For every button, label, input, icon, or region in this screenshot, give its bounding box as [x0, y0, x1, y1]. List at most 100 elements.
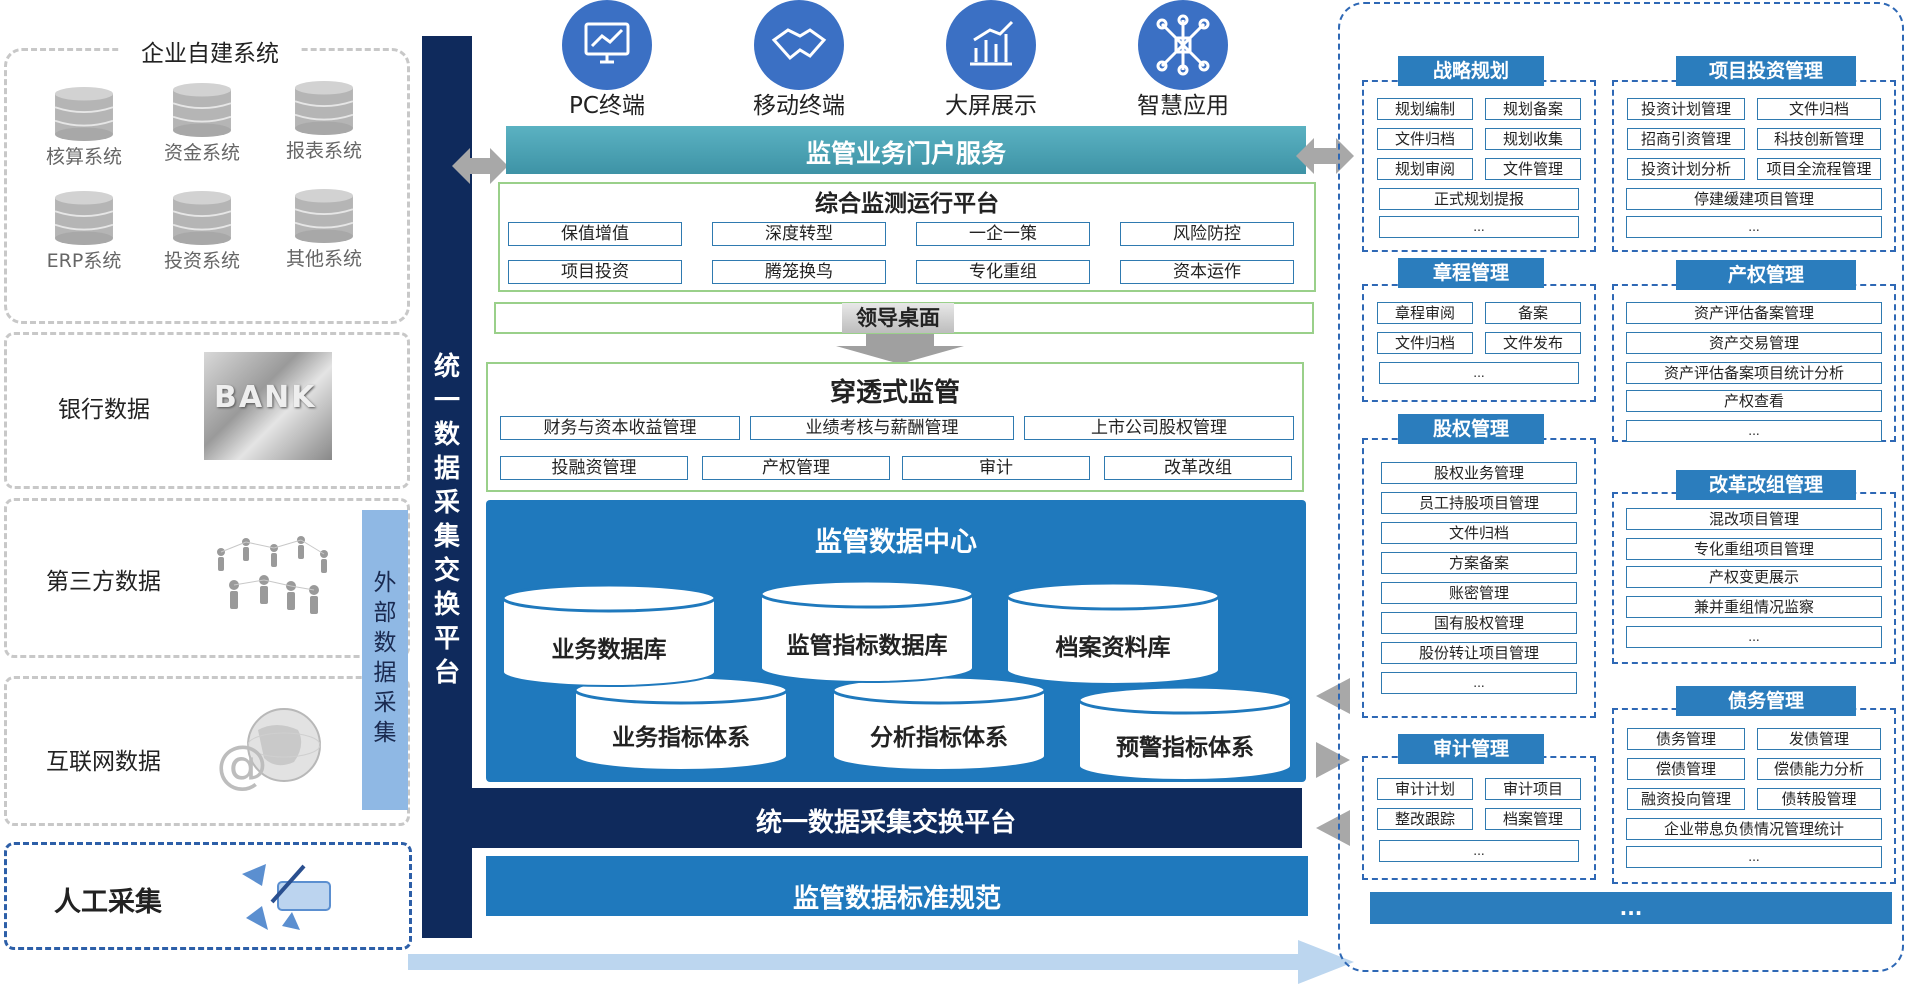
strategy-item[interactable]: 文件管理	[1485, 158, 1581, 180]
handshake-icon[interactable]	[754, 0, 844, 90]
standard-bar	[486, 856, 1308, 916]
charter-item[interactable]: 备案	[1485, 302, 1581, 324]
debt-item[interactable]: ...	[1626, 846, 1882, 868]
monitor-item[interactable]: 专化重组	[916, 260, 1090, 284]
monitor-item[interactable]: 深度转型	[712, 222, 886, 246]
property-item[interactable]: 产权查看	[1626, 390, 1882, 412]
equity-item[interactable]: 股份转让项目管理	[1381, 642, 1577, 664]
monitor-item[interactable]: 资本运作	[1120, 260, 1294, 284]
penetrating-item[interactable]: 业绩考核与薪酬管理	[750, 416, 1014, 440]
charter-title[interactable]: 章程管理	[1398, 258, 1544, 288]
monitor-item[interactable]: 项目投资	[508, 260, 682, 284]
property-item[interactable]: 资产评估备案项目统计分析	[1626, 362, 1882, 384]
reform-item[interactable]: 产权变更展示	[1626, 566, 1882, 588]
debt-item[interactable]: 偿债管理	[1627, 758, 1745, 780]
debt-item[interactable]: 偿债能力分析	[1757, 758, 1881, 780]
property-item[interactable]: 资产交易管理	[1626, 332, 1882, 354]
audit-item[interactable]: 整改跟踪	[1377, 808, 1473, 830]
handshake-icon-glyph	[771, 28, 827, 61]
strategy-item[interactable]: 正式规划提报	[1379, 188, 1579, 210]
audit-item[interactable]: 审计项目	[1485, 778, 1581, 800]
debt-item[interactable]: 融资投向管理	[1627, 788, 1745, 810]
charter-item[interactable]: 文件发布	[1485, 332, 1581, 354]
investment-item[interactable]: ...	[1626, 216, 1882, 238]
more-bar-label: ...	[1619, 896, 1643, 920]
monitor-item[interactable]: 风险防控	[1120, 222, 1294, 246]
enterprise-system-label: 资金系统	[163, 142, 240, 164]
enterprise-system-label: 报表系统	[285, 140, 362, 162]
strategy-item[interactable]: 规划备案	[1485, 98, 1581, 120]
penetrating-item[interactable]: 改革改组	[1104, 456, 1292, 480]
investment-item[interactable]: 文件归档	[1757, 98, 1881, 120]
property-title[interactable]: 产权管理	[1676, 260, 1856, 290]
portal-bar[interactable]	[506, 126, 1306, 174]
monitor-item[interactable]: 腾笼换鸟	[712, 260, 886, 284]
exchange-bar	[470, 788, 1302, 848]
reform-item[interactable]: 混改项目管理	[1626, 508, 1882, 530]
penetrating-panel	[486, 362, 1304, 492]
reform-title[interactable]: 改革改组管理	[1676, 470, 1856, 500]
bar-chart-icon[interactable]	[946, 0, 1036, 90]
indicator-system: 预警指标体系	[1116, 735, 1254, 761]
charter-item[interactable]: 文件归档	[1377, 332, 1473, 354]
equity-title[interactable]: 股权管理	[1398, 414, 1544, 444]
debt-item[interactable]: 债转股管理	[1757, 788, 1881, 810]
audit-item[interactable]: 审计计划	[1377, 778, 1473, 800]
penetrating-item[interactable]: 上市公司股权管理	[1024, 416, 1294, 440]
debt-item[interactable]: 企业带息负债情况管理统计	[1626, 818, 1882, 840]
bank-data-label: 银行数据	[58, 397, 150, 423]
reform-item[interactable]: 兼并重组情况监察	[1626, 596, 1882, 618]
strategy-item[interactable]: 规划编制	[1377, 98, 1473, 120]
investment-item[interactable]: 项目全流程管理	[1757, 158, 1881, 180]
penetrating-title: 穿透式监管	[829, 378, 960, 408]
equity-item[interactable]: 股权业务管理	[1381, 462, 1577, 484]
investment-item[interactable]: 停建缓建项目管理	[1626, 188, 1882, 210]
debt-title[interactable]: 债务管理	[1676, 686, 1856, 716]
database-cylinder	[502, 584, 716, 687]
monitor-item[interactable]: 保值增值	[508, 222, 682, 246]
reform-item[interactable]: ...	[1626, 626, 1882, 648]
penetrating-item[interactable]: 投融资管理	[500, 456, 688, 480]
investment-item[interactable]: 投资计划管理	[1627, 98, 1745, 120]
debt-item[interactable]: 发债管理	[1757, 728, 1881, 750]
investment-title[interactable]: 项目投资管理	[1676, 56, 1856, 86]
equity-item[interactable]: 方案备案	[1381, 552, 1577, 574]
investment-item[interactable]: 招商引资管理	[1627, 128, 1745, 150]
audit-title[interactable]: 审计管理	[1398, 734, 1544, 764]
investment-item[interactable]: 投资计划分析	[1627, 158, 1745, 180]
property-item[interactable]: 资产评估备案管理	[1626, 302, 1882, 324]
equity-item[interactable]: 文件归档	[1381, 522, 1577, 544]
strategy-item[interactable]: 规划审阅	[1377, 158, 1473, 180]
network-cube-icon-glyph	[1156, 14, 1210, 76]
reform-item[interactable]: 专化重组项目管理	[1626, 538, 1882, 560]
equity-item[interactable]: ...	[1381, 672, 1577, 694]
monitor-chart-icon[interactable]	[562, 0, 652, 90]
strategy-item[interactable]: ...	[1379, 216, 1579, 238]
equity-item[interactable]: 国有股权管理	[1381, 612, 1577, 634]
strategy-item[interactable]: 规划收集	[1485, 128, 1581, 150]
penetrating-item[interactable]: 财务与资本收益管理	[500, 416, 740, 440]
audit-item[interactable]: 档案管理	[1485, 808, 1581, 830]
down-arrow	[836, 334, 964, 364]
internet-data-panel	[4, 676, 410, 826]
right-modules-panel	[1338, 2, 1904, 972]
database-icon	[172, 190, 232, 246]
audit-item[interactable]: ...	[1379, 840, 1579, 862]
penetrating-item[interactable]: 产权管理	[702, 456, 890, 480]
property-item[interactable]: ...	[1626, 420, 1882, 442]
investment-item[interactable]: 科技创新管理	[1757, 128, 1881, 150]
equity-item[interactable]: 员工持股项目管理	[1381, 492, 1577, 514]
monitor-item[interactable]: 一企一策	[916, 222, 1090, 246]
equity-item[interactable]: 账密管理	[1381, 582, 1577, 604]
debt-item[interactable]: 债务管理	[1627, 728, 1745, 750]
penetrating-item[interactable]: 审计	[902, 456, 1090, 480]
bank-data-panel	[4, 332, 410, 489]
database-icon	[294, 80, 354, 136]
network-cube-icon[interactable]	[1138, 0, 1228, 90]
strategy-title[interactable]: 战略规划	[1398, 56, 1544, 86]
charter-item[interactable]: ...	[1379, 362, 1579, 384]
strategy-item[interactable]: 文件归档	[1377, 128, 1473, 150]
charter-item[interactable]: 章程审阅	[1377, 302, 1473, 324]
standard-bar-label: 监管数据标准规范	[792, 884, 1001, 914]
database: 档案资料库	[1055, 635, 1171, 661]
